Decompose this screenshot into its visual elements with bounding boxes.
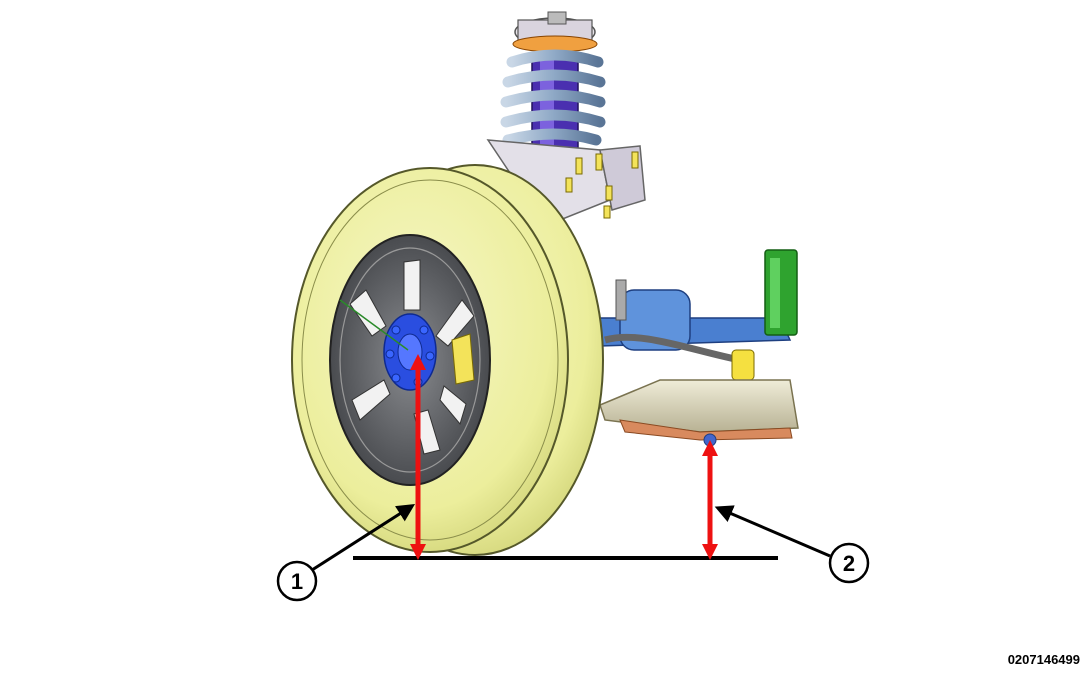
figure-id: 0207146499 — [1007, 652, 1080, 667]
callout-1: 1 — [276, 560, 318, 602]
callout-leader-2 — [714, 505, 831, 558]
strut-assembly — [486, 11, 646, 221]
callout-1-label: 1 — [291, 569, 303, 594]
lower-control-arm — [597, 249, 799, 447]
callout-leader-1 — [311, 504, 416, 572]
coil-spring — [500, 49, 606, 146]
callout-2: 2 — [828, 542, 870, 584]
callout-2-label: 2 — [843, 551, 855, 576]
mounting-studs — [565, 151, 639, 219]
